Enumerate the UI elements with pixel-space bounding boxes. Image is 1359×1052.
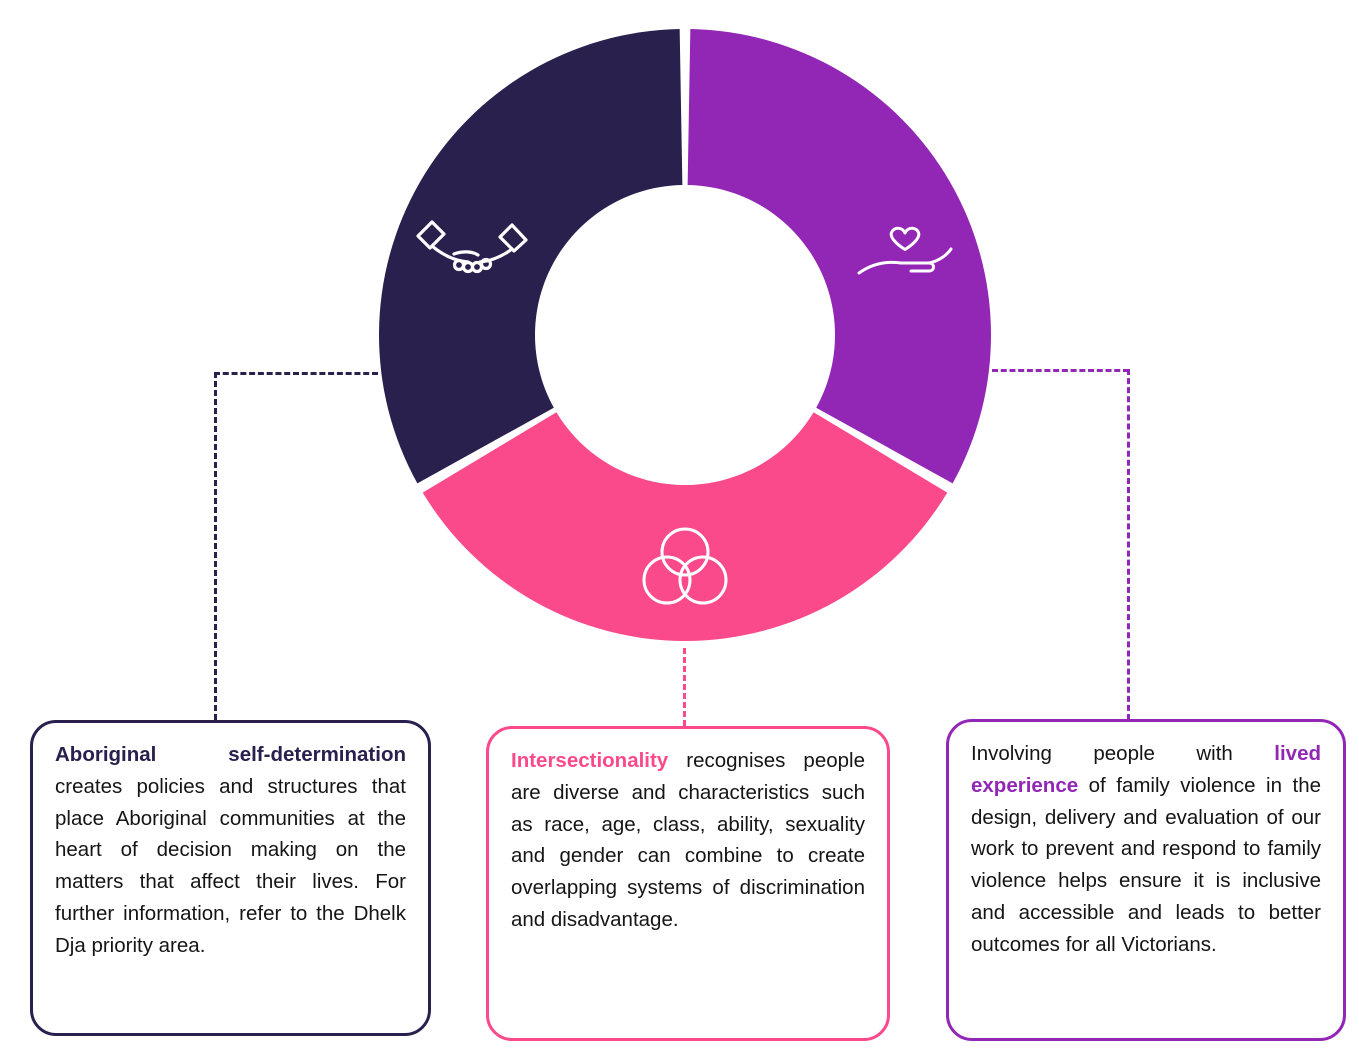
box-body-text: recognises people are diverse and charac… [511, 749, 865, 931]
aboriginal-self-determination-box: Aboriginal self-determination creates po… [30, 720, 431, 1036]
overlapping-circles-icon [642, 527, 728, 605]
connector-pink-vertical [683, 648, 686, 726]
connector-navy-vertical [214, 372, 217, 720]
box-lead-text: lived experience [971, 742, 1321, 797]
donut-svg [379, 29, 991, 641]
box-body-text: creates policies and structures that pla… [55, 774, 406, 957]
connector-purple-vertical [1127, 369, 1130, 720]
segment-lived-experience [687, 29, 991, 484]
handshake-icon [416, 220, 528, 274]
intersectionality-box: Intersectionality recognises people are … [486, 726, 890, 1041]
connector-navy-horizontal [214, 372, 378, 375]
box-lead-prefix: Involving people with [971, 742, 1275, 765]
connector-purple-horizontal [992, 369, 1129, 372]
box-body-text: of family violence in the design, delive… [971, 773, 1321, 956]
lived-experience-box: Involving people with lived experience o… [946, 719, 1346, 1041]
segment-intersectionality [422, 412, 948, 641]
box-lead-text: Intersectionality [511, 749, 669, 772]
heart-in-hand-icon [857, 226, 953, 275]
segment-aboriginal-self-determination [379, 29, 683, 484]
box-lead-text: Aboriginal self-determination [55, 743, 406, 766]
three-principles-donut [365, 15, 1005, 655]
